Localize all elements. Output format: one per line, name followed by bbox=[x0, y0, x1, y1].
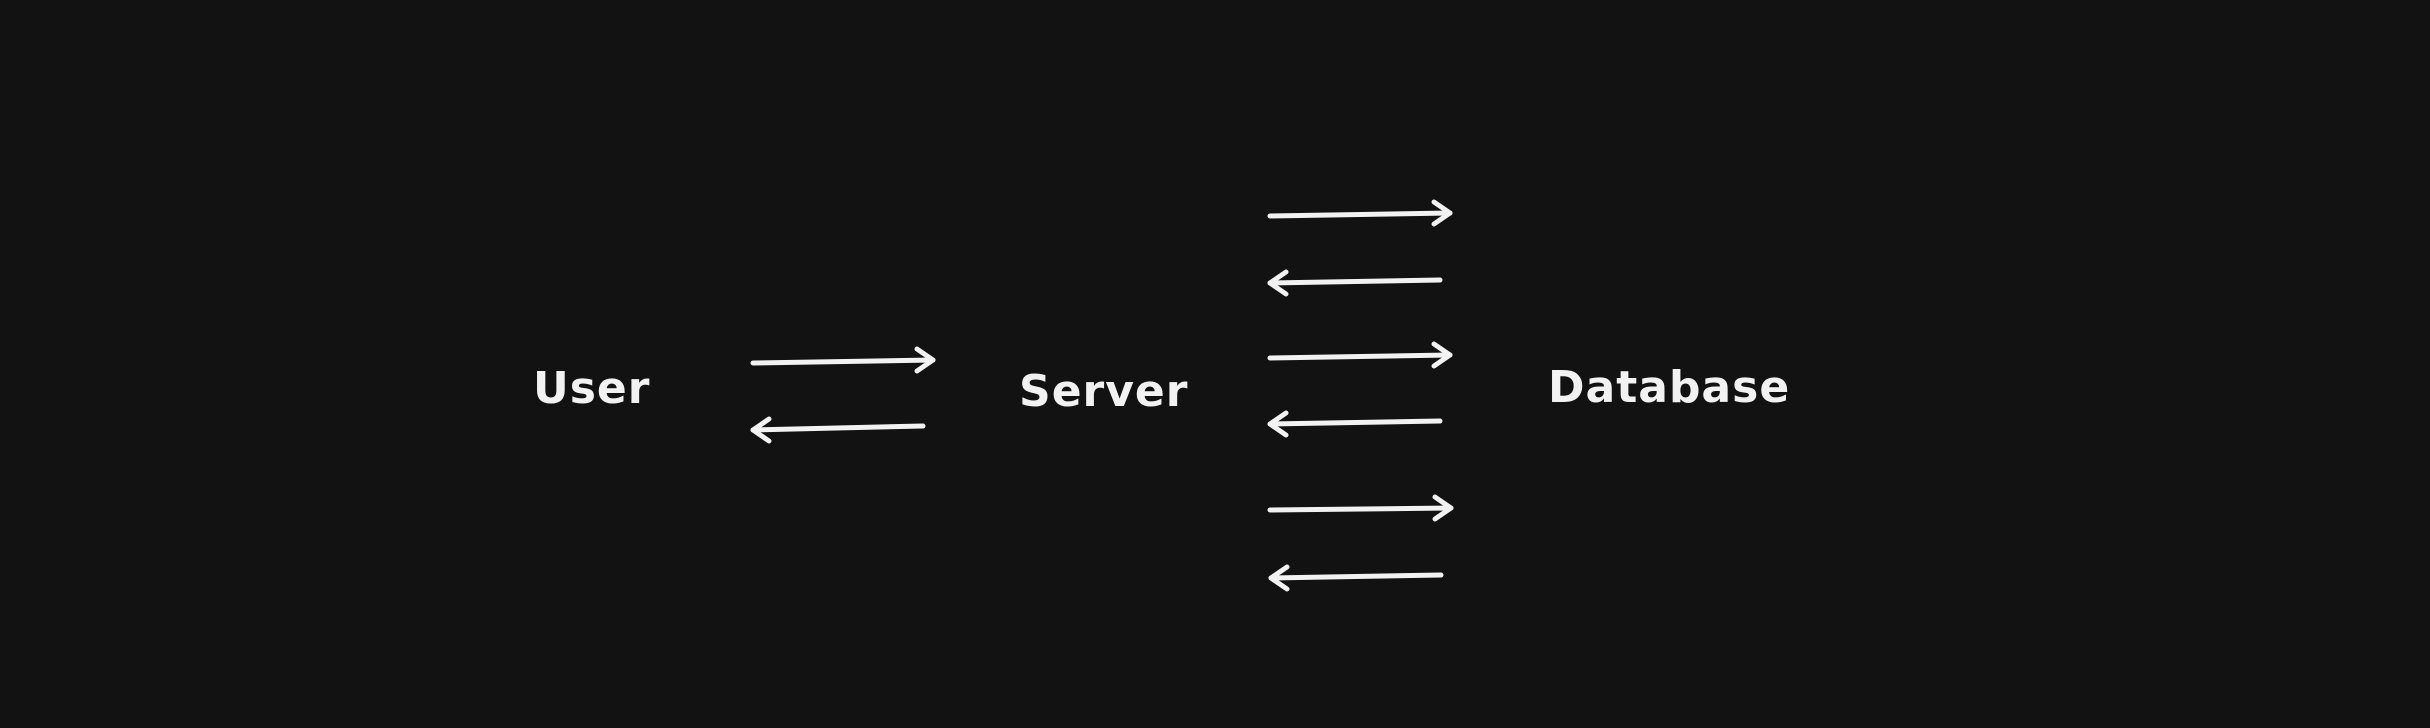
arrow-database-to-server-1 bbox=[1267, 269, 1443, 297]
node-server-label: Server bbox=[1019, 366, 1189, 417]
arrow-database-to-server-2 bbox=[1267, 410, 1443, 438]
arrow-server-to-user bbox=[750, 416, 926, 444]
node-user-label: User bbox=[533, 363, 651, 414]
node-database-label: Database bbox=[1548, 362, 1791, 413]
arrow-server-to-database-3 bbox=[1267, 494, 1454, 522]
arrow-user-to-server bbox=[750, 346, 936, 374]
arrow-server-to-database-2 bbox=[1267, 341, 1453, 369]
arrow-database-to-server-3 bbox=[1268, 564, 1444, 592]
arrow-server-to-database-1 bbox=[1267, 199, 1453, 227]
